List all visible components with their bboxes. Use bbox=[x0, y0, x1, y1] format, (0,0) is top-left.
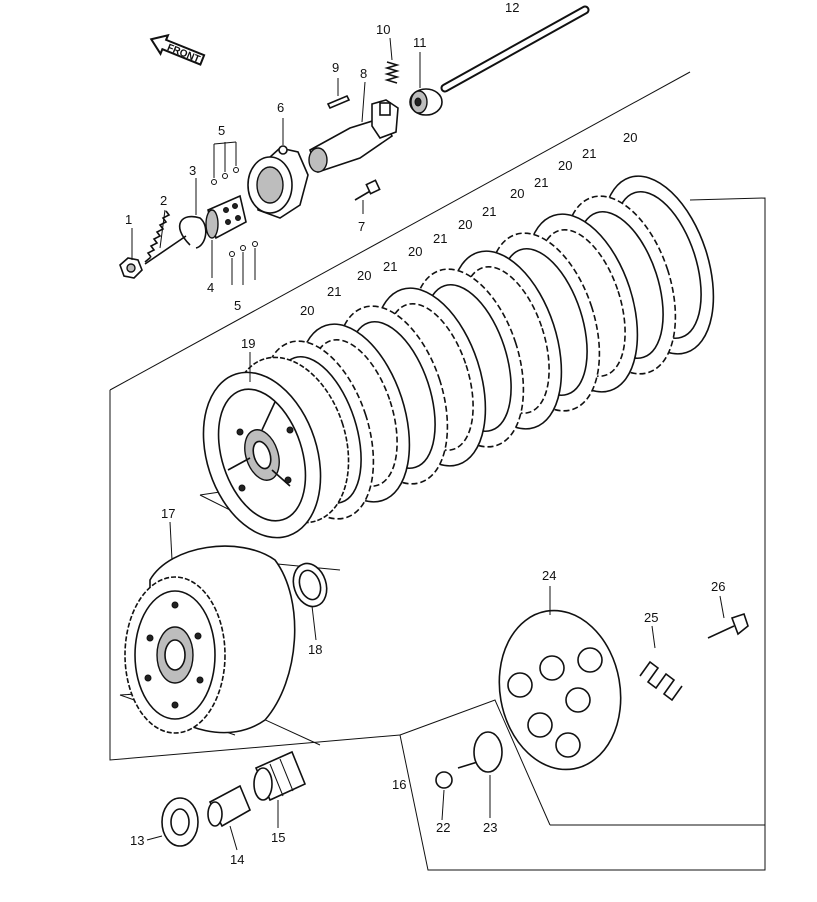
callout-1: 1 bbox=[125, 212, 132, 227]
callout-21-d: 21 bbox=[482, 204, 496, 219]
leader-lines bbox=[131, 37, 725, 851]
callout-12: 12 bbox=[505, 0, 519, 15]
clutch-spring-25 bbox=[639, 660, 683, 702]
pressure-plate-24 bbox=[498, 609, 622, 771]
callout-labels: 1 2 3 4 5 5 6 7 8 9 10 11 12 13 14 15 16… bbox=[125, 0, 725, 867]
callout-21-a: 21 bbox=[327, 284, 341, 299]
callout-13: 13 bbox=[130, 833, 144, 848]
callout-20-d: 20 bbox=[458, 217, 472, 232]
callout-2: 2 bbox=[160, 193, 167, 208]
callout-18: 18 bbox=[308, 642, 322, 657]
clutch-housing-17 bbox=[124, 545, 296, 734]
callout-22: 22 bbox=[436, 820, 450, 835]
callout-20-g: 20 bbox=[623, 130, 637, 145]
callout-3: 3 bbox=[189, 163, 196, 178]
pin-9 bbox=[326, 94, 351, 110]
callout-23: 23 bbox=[483, 820, 497, 835]
callout-21-e: 21 bbox=[534, 175, 548, 190]
pusher-23 bbox=[457, 731, 503, 773]
sleeve-14 bbox=[207, 784, 252, 828]
callout-4: 4 bbox=[207, 280, 214, 295]
release-housing-6 bbox=[247, 145, 309, 219]
callout-10: 10 bbox=[376, 22, 390, 37]
callout-25: 25 bbox=[644, 610, 658, 625]
callout-15: 15 bbox=[271, 830, 285, 845]
callout-21-f: 21 bbox=[582, 146, 596, 161]
callout-9: 9 bbox=[332, 60, 339, 75]
callout-19: 19 bbox=[241, 336, 255, 351]
bolt-26 bbox=[707, 612, 749, 639]
seal-11 bbox=[409, 88, 443, 116]
adjusting-screw-2 bbox=[144, 210, 187, 265]
callout-20-c: 20 bbox=[408, 244, 422, 259]
callout-20-f: 20 bbox=[558, 158, 572, 173]
thrust-washer-18 bbox=[292, 562, 328, 608]
front-direction-arrow: FRONT bbox=[149, 33, 206, 66]
pushrod-12 bbox=[440, 5, 590, 93]
callout-16: 16 bbox=[392, 777, 406, 792]
callout-8: 8 bbox=[360, 66, 367, 81]
callout-17: 17 bbox=[161, 506, 175, 521]
release-lever-8 bbox=[308, 99, 399, 174]
callout-24: 24 bbox=[542, 568, 556, 583]
ball-retainer-4 bbox=[205, 194, 247, 240]
callout-21-c: 21 bbox=[433, 231, 447, 246]
circlip-3 bbox=[178, 215, 207, 249]
callout-20-a: 20 bbox=[300, 303, 314, 318]
steel-balls-5-lower bbox=[229, 241, 258, 285]
callout-5-lower: 5 bbox=[234, 298, 241, 313]
callout-21-b: 21 bbox=[383, 259, 397, 274]
callout-20-e: 20 bbox=[510, 186, 524, 201]
callout-26: 26 bbox=[711, 579, 725, 594]
nut-1 bbox=[119, 257, 143, 279]
spring-10 bbox=[384, 61, 400, 84]
callout-11: 11 bbox=[413, 35, 427, 50]
needle-bearing-15 bbox=[253, 750, 307, 802]
callout-7: 7 bbox=[358, 219, 365, 234]
clutch-hub-19 bbox=[202, 356, 350, 539]
callout-20-b: 20 bbox=[357, 268, 371, 283]
callout-5-upper: 5 bbox=[218, 123, 225, 138]
ball-22 bbox=[435, 771, 453, 789]
callout-14: 14 bbox=[230, 852, 244, 867]
friction-and-steel-plates bbox=[261, 175, 715, 520]
callout-6: 6 bbox=[277, 100, 284, 115]
screw-7 bbox=[354, 179, 381, 201]
spacer-13 bbox=[161, 797, 199, 847]
steel-balls-5-upper bbox=[211, 141, 239, 185]
